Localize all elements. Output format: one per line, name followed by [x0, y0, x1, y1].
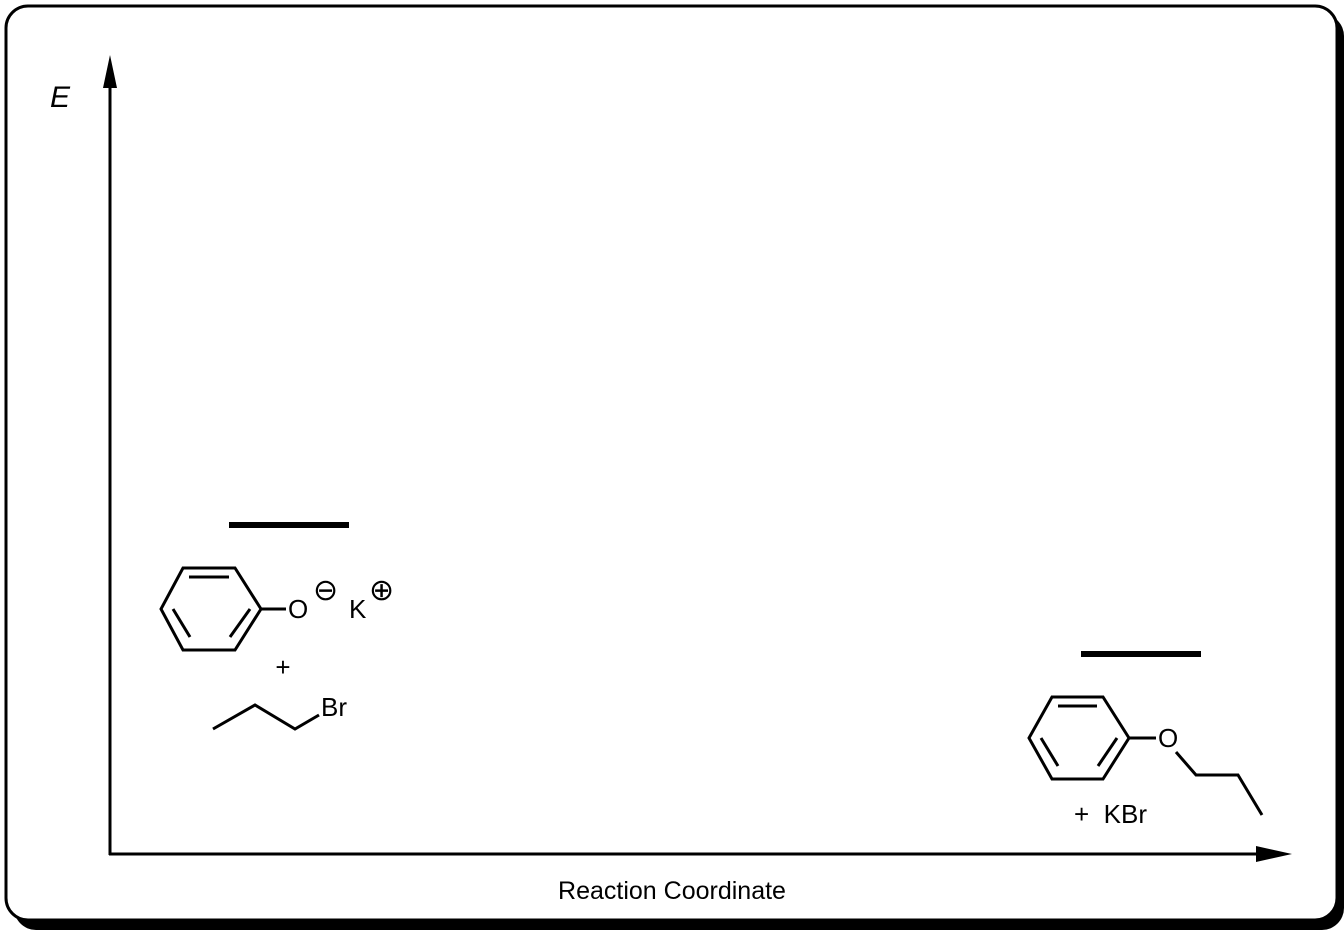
phenoxide-benzene-ring [159, 566, 263, 652]
x-axis-arrowhead [1256, 846, 1292, 862]
product-byproduct-label: + KBr [1074, 799, 1147, 829]
bromopropane-chain [212, 703, 320, 731]
propyl-chain [1174, 751, 1264, 816]
product-benzene-ring [1027, 695, 1131, 781]
product-double-bond-2 [1039, 737, 1060, 767]
product-double-bond-3 [1096, 737, 1119, 767]
y-axis-label: E [50, 81, 71, 114]
phenoxide-double-bond-3 [228, 608, 252, 638]
reactant-plus-sign: + [275, 652, 290, 682]
bromopropane-structure: Br [212, 692, 347, 731]
bromine-label: Br [321, 692, 347, 722]
y-axis-arrowhead [103, 55, 117, 88]
propoxybenzene-structure: O [1027, 695, 1264, 816]
x-axis-label: Reaction Coordinate [558, 877, 786, 905]
product-oxygen-label: O [1158, 723, 1178, 753]
frame [4, 4, 1339, 922]
phenoxide-oxygen-label: O [288, 594, 308, 624]
phenoxide-double-bond-2 [171, 608, 192, 638]
phenoxide-structure: O ⊖ K ⊕ [159, 566, 394, 652]
potassium-label: K [349, 594, 367, 624]
cation-charge-symbol: ⊕ [369, 574, 394, 607]
anion-charge-symbol: ⊖ [313, 574, 338, 607]
